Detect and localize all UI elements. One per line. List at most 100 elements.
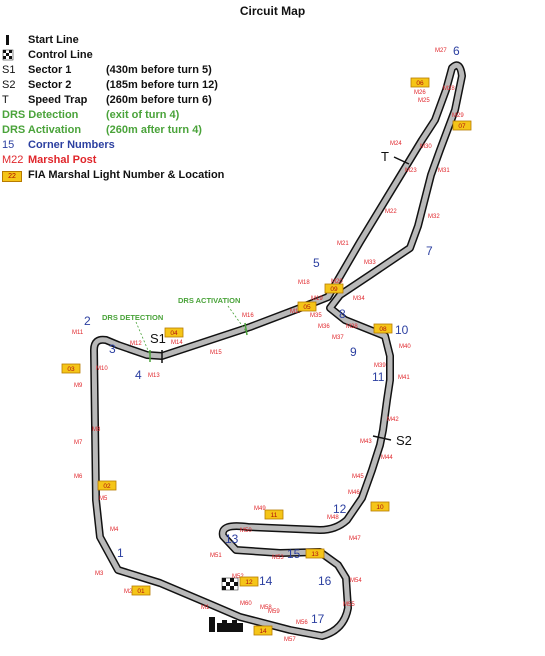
s1-label: S1 (150, 331, 166, 346)
corner-number-14: 14 (259, 574, 273, 588)
marshal-posts: M1M2M3M4M5M6M7M8M9M10M11M12M13M14M15M16M… (72, 48, 464, 643)
marshal-post-m24: M24 (390, 141, 402, 147)
marshal-post-m59: M59 (268, 609, 280, 615)
legend-symbol: T (2, 94, 9, 106)
legend-detail: (185m before turn 12) (106, 79, 218, 91)
marshal-post-m26: M26 (414, 90, 426, 96)
flag-light-box (297, 301, 317, 312)
flag-light-11: 11 (264, 509, 284, 520)
legend-row-marshal-post: M22 Marshal Post (2, 154, 332, 169)
flag-light-box (164, 327, 184, 338)
marshal-post-m7: M7 (74, 440, 83, 446)
marshal-post-m44: M44 (381, 455, 393, 461)
corner-number-12: 12 (333, 502, 347, 516)
corner-number-2: 2 (84, 314, 91, 328)
flag-light-07: 07 (452, 120, 472, 131)
marshal-post-m32: M32 (428, 214, 440, 220)
speed-trap-label: T (381, 149, 389, 164)
flag-light-number: 06 (416, 80, 424, 87)
marshal-post-m45: M45 (352, 474, 364, 480)
marshal-post-m19: M19 (311, 296, 323, 302)
marshal-post-m28: M28 (443, 86, 455, 92)
marshal-post-m54: M54 (350, 578, 362, 584)
flag-light-12: 12 (239, 576, 259, 587)
flag-light-sample: 22 (2, 171, 22, 182)
marshal-post-m10: M10 (96, 366, 108, 372)
marshal-post-m29: M29 (452, 113, 464, 119)
flag-light-number: 08 (379, 326, 387, 333)
flag-light-10: 10 (370, 501, 390, 512)
marshal-post-m33: M33 (364, 260, 376, 266)
marshal-post-m55: M55 (343, 602, 355, 608)
corner-number-10: 10 (395, 323, 409, 337)
legend-detail: (430m before turn 5) (106, 64, 212, 76)
marshal-post-m36: M36 (318, 324, 330, 330)
corner-number-13: 13 (225, 532, 239, 546)
marshal-post-m50: M50 (240, 528, 252, 534)
flag-light-box (370, 501, 390, 512)
start-line-icon (2, 34, 28, 49)
legend-row-drs-activation: DRS Activation (260m after turn 4) (2, 124, 332, 139)
marshal-post-m2: M2 (124, 589, 133, 595)
legend-label: Corner Numbers (28, 139, 115, 151)
corner-number-6: 6 (453, 44, 460, 58)
flag-light-box (239, 576, 259, 587)
marshal-post-m15: M15 (210, 350, 222, 356)
legend-label: Start Line (28, 34, 79, 46)
flag-light-04: 04 (164, 327, 184, 338)
marshal-post-m22: M22 (385, 209, 397, 215)
marshal-post-m38: M38 (346, 324, 358, 330)
drs-activation-leader (227, 305, 247, 332)
marshal-post-m46: M46 (348, 490, 360, 496)
legend-detail: (260m after turn 4) (106, 124, 202, 136)
drs-activation-label: DRS ACTIVATION (178, 296, 240, 305)
legend-row-drs-detection: DRS Detection (exit of turn 4) (2, 109, 332, 124)
marshal-post-m4: M4 (110, 527, 119, 533)
marshal-post-m43: M43 (360, 439, 372, 445)
flag-light-box (305, 548, 325, 559)
flag-light-number: 12 (245, 579, 253, 586)
flag-light-number: 05 (303, 304, 311, 311)
flag-light-number: 04 (170, 330, 178, 337)
marshal-post-m58: M58 (260, 605, 272, 611)
flag-light-number: 14 (259, 628, 267, 635)
pit-building-icon (209, 617, 243, 632)
legend-label: DRS Detection (2, 109, 79, 121)
start-control-line (209, 577, 243, 632)
chequered-icon (2, 49, 28, 64)
map-title: Circuit Map (239, 4, 306, 18)
legend-row-flag-light: 22 FIA Marshal Light Number & Location (2, 169, 332, 184)
marshal-post-m56: M56 (296, 620, 308, 626)
marshal-post-m41: M41 (398, 375, 410, 381)
flag-light-13: 13 (305, 548, 325, 559)
corner-number-4: 4 (135, 368, 142, 382)
marshal-post-m9: M9 (74, 383, 83, 389)
drs-detection-leader (135, 321, 151, 356)
marshal-post-m3: M3 (95, 571, 104, 577)
marshal-post-m13: M13 (148, 373, 160, 379)
legend-detail: (exit of turn 4) (106, 109, 180, 121)
track-layer (90, 61, 466, 640)
legend-label: Sector 2 (28, 79, 72, 91)
marshal-post-m12: M12 (130, 341, 142, 347)
marshal-post-m39: M39 (374, 363, 386, 369)
legend-label: Speed Trap (28, 94, 88, 106)
legend-symbol: 15 (2, 139, 15, 151)
flag-light-number: 13 (311, 551, 319, 558)
corner-number-11: 11 (372, 370, 385, 384)
marshal-post-m48: M48 (327, 515, 339, 521)
flag-light-number: 11 (271, 512, 278, 519)
legend-symbol: S1 (2, 64, 16, 76)
drs-markers: DRS DETECTION DRS ACTIVATION (102, 296, 248, 362)
legend-row-speed-trap: T Speed Trap (260m before turn 6) (2, 94, 332, 109)
corner-number-8: 8 (339, 307, 346, 321)
sector-markers: S1 S2 T (150, 149, 412, 448)
marshal-post-m23: M23 (405, 168, 417, 174)
s2-line (372, 435, 392, 441)
flag-light-box (264, 509, 284, 520)
legend-row-start-line: Start Line (2, 34, 332, 49)
drs-detection-label: DRS DETECTION (102, 313, 163, 322)
